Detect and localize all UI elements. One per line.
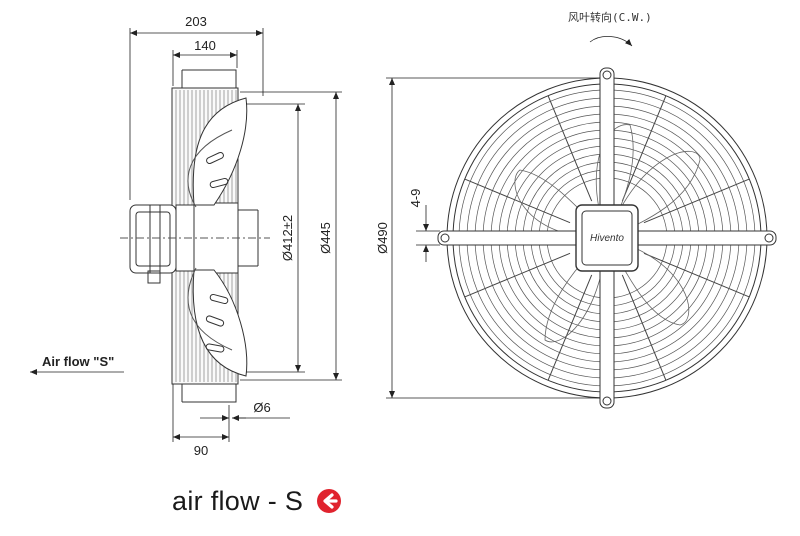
airflow-caption: air flow - S [172,486,341,517]
guard-dia-label: Ø445 [318,222,333,254]
caption-text: air flow - S [172,486,304,516]
side-view [120,69,270,403]
left-arrow-circle-icon [316,489,341,513]
rotation-label: 风叶转向(C.W.) [568,10,652,24]
side-dimensions [30,28,342,442]
guard-depth-label: 140 [194,38,216,53]
overall-depth-label: 203 [185,14,207,29]
blade-dia-label: Ø412±2 [280,215,295,261]
hole-label: Ø6 [253,400,270,415]
airflow-side-label: Air flow "S" [42,354,114,369]
front-view [437,67,777,409]
slot-label: 4-9 [408,189,423,208]
front-dimensions [386,36,633,399]
base-depth-label: 90 [194,443,208,458]
brand-label: Hivento [590,233,624,244]
outer-dia-label: Ø490 [375,222,390,254]
